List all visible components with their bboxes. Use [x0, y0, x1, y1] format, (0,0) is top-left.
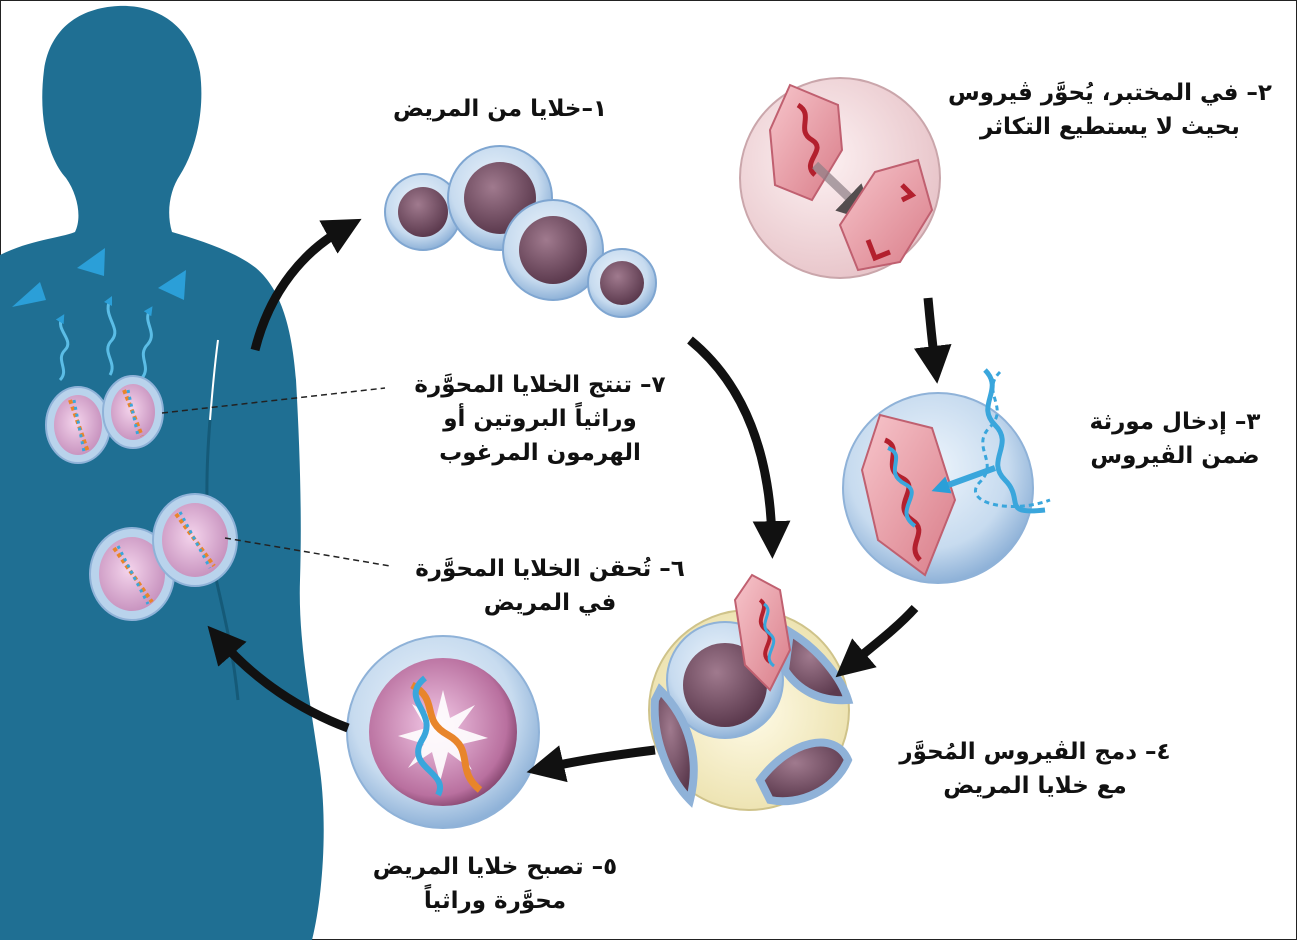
- virus-lab-dish: [739, 77, 941, 279]
- step-4-line-2: مع خلايا المريض: [943, 773, 1127, 799]
- step-6-line-1: ٦– تُحقن الخلايا المحوَّرة: [415, 556, 685, 582]
- dna-helix-icon: [973, 368, 1051, 514]
- step-6-label: ٦– تُحقن الخلايا المحوَّرة في المريض: [400, 552, 700, 620]
- modified-cells-upper: [45, 375, 164, 464]
- virus-capsid-icon: [860, 413, 957, 577]
- step-2-line-1: ٢– في المختبر، يُحوَّر ڤيروس: [948, 80, 1272, 106]
- step-7-line-1: ٧– تنتج الخلايا المحوَّرة: [414, 372, 666, 398]
- curved-arrow-icon: [207, 625, 350, 733]
- curved-arrow-icon: [526, 745, 656, 783]
- step-1-label: ١–خلايا من المريض: [375, 92, 625, 126]
- step-3-line-1: ٣– إدخال مورثة: [1089, 409, 1261, 435]
- virus-capsid-icon: [733, 573, 792, 692]
- curved-arrow-icon: [913, 297, 952, 384]
- human-body-silhouette: [0, 5, 324, 940]
- step-3-label: ٣– إدخال مورثة ضمن الڤيروس: [1070, 405, 1280, 473]
- step-2-label: ٢– في المختبر، يُحوَّر ڤيروس بحيث لا يست…: [940, 76, 1280, 144]
- protein-triangle-icon: [158, 270, 186, 300]
- virus-cell-fusion: [648, 573, 854, 811]
- protein-triangle-icon: [77, 248, 105, 276]
- virus-capsid-icon: [838, 158, 934, 272]
- cycle-arrows: [207, 218, 952, 783]
- cell-cluster-icon: [384, 145, 657, 318]
- step-7-label: ٧– تنتج الخلايا المحوَّرة وراثياً البروت…: [390, 368, 690, 470]
- gene-insertion: [842, 368, 1051, 584]
- step-7-line-2: وراثياً البروتين أو: [443, 406, 637, 432]
- step-6-line-2: في المريض: [483, 590, 617, 616]
- modified-cells-lower: [89, 493, 238, 621]
- leader-line-step-6: [224, 537, 391, 567]
- curved-arrow-icon: [250, 218, 362, 352]
- step-5-line-1: ٥– تصبح خلايا المريض: [372, 854, 618, 880]
- step-5-line-2: محوَّرة وراثياً: [423, 888, 567, 914]
- step-7-line-3: الهرمون المرغوب: [439, 440, 641, 466]
- modified-cell: [346, 635, 540, 829]
- dna-helix-icon: [410, 675, 483, 797]
- step-4-label: ٤– دمج الڤيروس المُحوَّر مع خلايا المريض: [880, 735, 1190, 803]
- step-4-line-1: ٤– دمج الڤيروس المُحوَّر: [899, 739, 1171, 765]
- leader-line-step-7: [161, 387, 386, 414]
- protein-triangle-icon: [12, 282, 46, 307]
- protein-secretion: [12, 248, 186, 382]
- curved-arrow-icon: [687, 336, 791, 559]
- step-2-line-2: بحيث لا يستطيع التكاثر: [980, 114, 1240, 140]
- step-1-line-1: ١–خلايا من المريض: [392, 96, 608, 122]
- curved-arrow-icon: [835, 604, 919, 678]
- step-5-label: ٥– تصبح خلايا المريض محوَّرة وراثياً: [345, 850, 645, 918]
- step-3-line-2: ضمن الڤيروس: [1090, 443, 1260, 469]
